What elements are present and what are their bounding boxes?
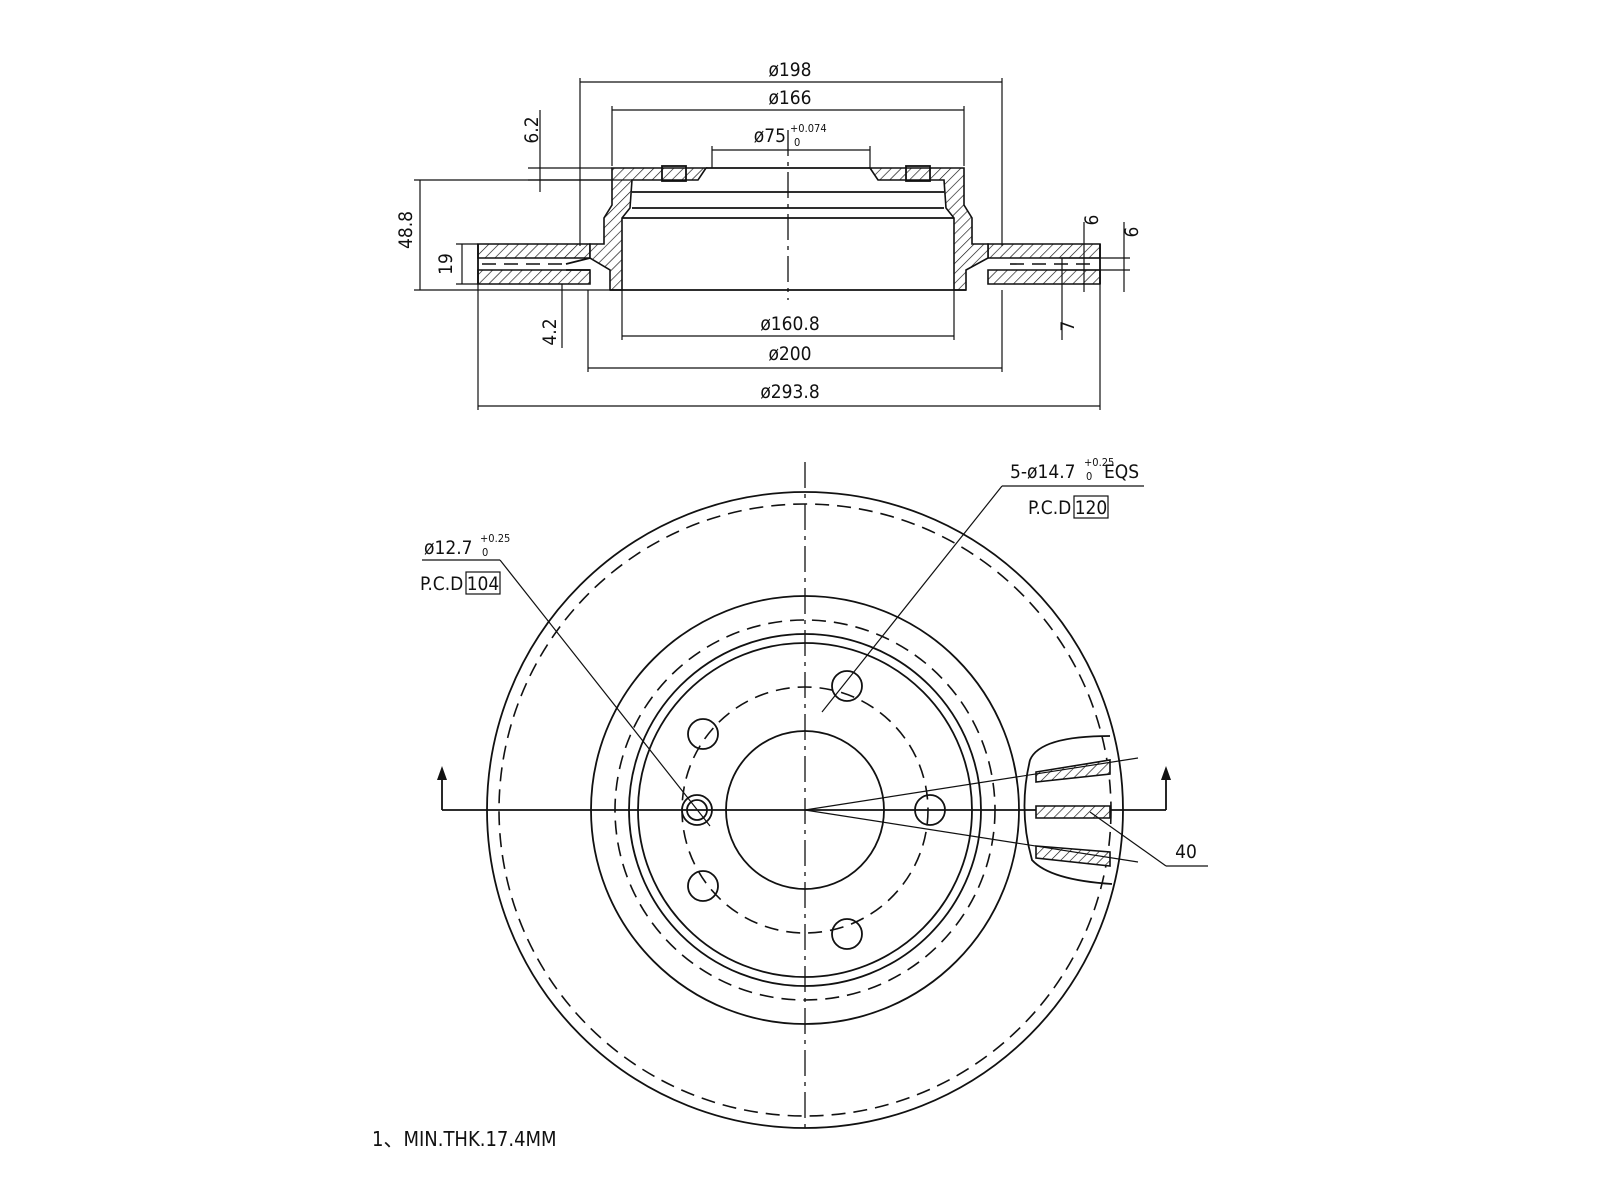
friction-inner-edge bbox=[590, 595, 1020, 1025]
section-arrow-left bbox=[437, 766, 447, 780]
dim-198-label: ø198 bbox=[768, 59, 811, 81]
dim-6-b-label: 6 bbox=[1121, 227, 1143, 238]
pin-hole-inner bbox=[686, 799, 708, 821]
right-inner-plate bbox=[987, 269, 1101, 285]
hat-inner-edge bbox=[637, 642, 973, 978]
right-outer-plate bbox=[987, 243, 1101, 259]
vane-3 bbox=[1035, 845, 1111, 867]
outer-disc-edge bbox=[486, 491, 1124, 1129]
vane-count-label: 40 bbox=[1175, 841, 1197, 863]
left-outer-plate bbox=[477, 243, 591, 259]
leader-bolt-holes bbox=[821, 485, 1003, 713]
angle-line-upper bbox=[804, 757, 1139, 811]
dim-160-8-label: ø160.8 bbox=[760, 313, 819, 335]
dim-75-tol-lower: 0 bbox=[794, 136, 800, 149]
dim-75-tol-upper: +0.074 bbox=[790, 122, 827, 135]
dim-200-label: ø200 bbox=[768, 343, 811, 365]
bolt-holes-label: 5-ø14.7 bbox=[1010, 461, 1076, 483]
dim-293-8-label: ø293.8 bbox=[760, 381, 819, 403]
dim-166-label: ø166 bbox=[768, 87, 811, 109]
bolt-hole-3 bbox=[687, 870, 719, 902]
vane-1 bbox=[1035, 759, 1111, 783]
pin-hole-tol-upper: +0.25 bbox=[480, 532, 510, 545]
bolt-hole-2 bbox=[687, 718, 719, 750]
top-hole-left bbox=[661, 165, 687, 182]
leader-40 bbox=[1089, 811, 1167, 867]
angle-line-lower bbox=[804, 809, 1139, 863]
hat-left-wall bbox=[589, 167, 708, 291]
bolt-holes-suffix: EQS bbox=[1104, 461, 1139, 483]
bolt-holes-tol-upper: +0.25 bbox=[1084, 456, 1114, 469]
dim-19-label: 19 bbox=[435, 253, 457, 275]
top-hole-right bbox=[905, 165, 931, 182]
pin-hole-label: ø12.7 bbox=[424, 537, 473, 559]
outer-friction-dash bbox=[498, 503, 1112, 1117]
dim-7-label: 7 bbox=[1057, 321, 1079, 332]
center-bore bbox=[725, 730, 885, 890]
pin-pcd-prefix: P.C.D bbox=[420, 573, 463, 595]
pin-pcd-value: 104 bbox=[467, 573, 500, 595]
pin-hole-outer bbox=[681, 794, 713, 826]
bolt-holes-tol-lower: 0 bbox=[1086, 470, 1092, 483]
side-section-view: ø198 ø166 ø75 +0.074 0 6.2 48.8 19 4.2 bbox=[395, 59, 1143, 410]
dim-75-label: ø75 bbox=[754, 125, 786, 147]
bolt-pcd-value: 120 bbox=[1075, 497, 1108, 519]
bolt-hole-5 bbox=[914, 794, 946, 826]
vane-cutaway-outline bbox=[1023, 735, 1113, 885]
hat-right-wall bbox=[868, 167, 989, 291]
dim-6-a-label: 6 bbox=[1081, 215, 1103, 226]
left-inner-plate bbox=[477, 269, 591, 285]
front-view: 40 5-ø14.7 +0.25 0 EQS P.C.D 120 ø12.7 +… bbox=[420, 456, 1208, 1129]
dim-4-2-label: 4.2 bbox=[539, 318, 561, 345]
dim-6-2-label: 6.2 bbox=[521, 116, 543, 143]
pin-hole-tol-lower: 0 bbox=[482, 546, 488, 559]
dim-48-8-label: 48.8 bbox=[395, 211, 417, 249]
bolt-pcd-prefix: P.C.D bbox=[1028, 497, 1071, 519]
section-arrow-right bbox=[1161, 766, 1171, 780]
vane-2 bbox=[1035, 805, 1111, 819]
hat-outer-dash bbox=[614, 619, 996, 1001]
leader-pin-hole bbox=[499, 559, 711, 827]
bolt-hole-1 bbox=[831, 670, 863, 702]
bolt-hole-4 bbox=[831, 918, 863, 950]
min-thickness-note: 1、MIN.THK.17.4MM bbox=[372, 1127, 557, 1151]
bolt-pcd-box bbox=[1073, 495, 1109, 519]
hat-outer-edge bbox=[628, 633, 982, 987]
pin-pcd-box bbox=[465, 571, 501, 595]
left-groove bbox=[565, 257, 591, 265]
